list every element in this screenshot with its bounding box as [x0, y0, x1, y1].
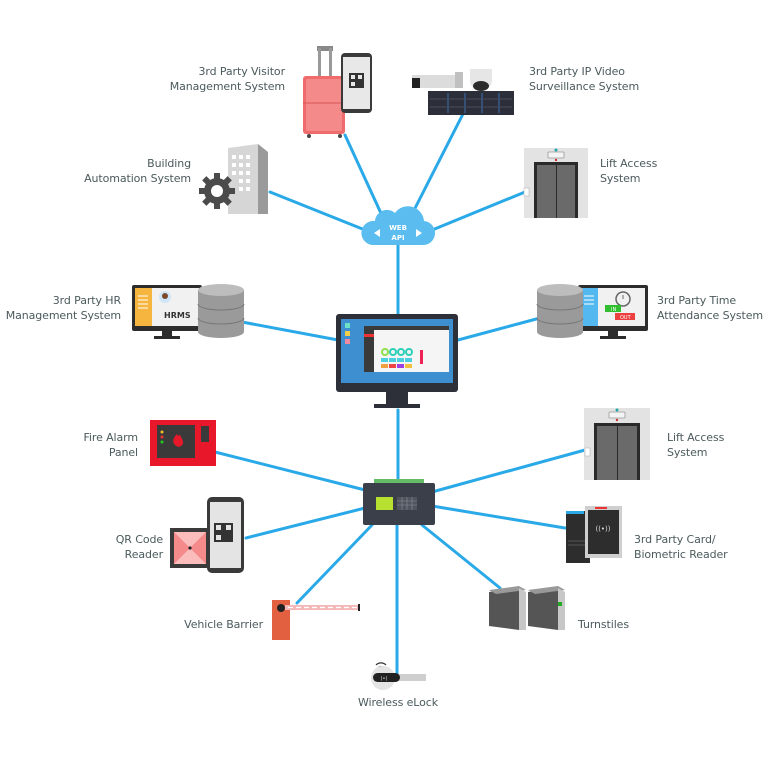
label-hr-management: 3rd Party HR Management System	[5, 294, 121, 322]
fire-alarm-panel-icon	[150, 420, 216, 466]
elock-nfc-symbol: (•)	[381, 676, 388, 682]
label-vehicle-barrier: Vehicle Barrier	[184, 618, 263, 631]
hrms-screen-text: HRMS	[164, 311, 191, 320]
turnstiles-icon	[489, 586, 565, 630]
connector-lines	[213, 108, 587, 677]
connector-ip-video	[406, 108, 467, 224]
label-ip-video-surveillance: 3rd Party IP Video Surveillance System	[529, 65, 640, 93]
access-controller-icon	[363, 479, 435, 525]
connector-fire	[213, 450, 367, 492]
connector-hr	[240, 320, 340, 342]
connector-qr	[244, 506, 367, 540]
connector-barrier	[295, 523, 374, 605]
connector-time	[456, 316, 542, 342]
building-automation-icon	[199, 144, 268, 214]
central-workstation-icon	[336, 314, 458, 408]
card-biometric-reader-icon: ((•))	[566, 506, 622, 563]
connector-visitor	[343, 133, 387, 224]
connector-lift-bottom	[430, 448, 587, 494]
wireless-elock-icon: (•)	[371, 662, 426, 690]
web-api-label-line2: API	[391, 234, 404, 242]
web-api-label-line1: WEB	[389, 224, 407, 232]
connector-turnstiles	[420, 523, 502, 590]
qr-code-reader-icon	[170, 497, 244, 573]
label-lift-access-top: Lift Access System	[600, 157, 658, 185]
time-out-text: OUT	[620, 315, 632, 321]
hr-management-icon: HRMS	[132, 284, 245, 339]
lift-access-icon-top	[523, 148, 588, 218]
label-visitor-management: 3rd Party Visitor Management System	[169, 65, 285, 93]
hr-database-icon	[197, 284, 245, 338]
label-time-attendance: 3rd Party Time Attendance System	[657, 294, 764, 322]
rfid-symbol: ((•))	[595, 525, 610, 533]
label-card-biometric-reader: 3rd Party Card/ Biometric Reader	[634, 533, 728, 561]
web-api-cloud-icon: WEB API	[361, 206, 436, 246]
label-fire-alarm-panel: Fire Alarm Panel	[83, 431, 139, 459]
label-lift-access-bottom: Lift Access System	[667, 431, 725, 459]
label-qr-code-reader: QR Code Reader	[115, 533, 163, 561]
ip-video-icon	[412, 69, 514, 115]
label-building-automation: Building Automation System	[84, 157, 191, 185]
time-database-icon	[536, 284, 584, 338]
visitor-management-icon	[303, 46, 372, 138]
time-attendance-icon: IN OUT	[536, 284, 648, 339]
connector-lift-top	[418, 190, 527, 237]
label-turnstiles: Turnstiles	[578, 618, 629, 631]
lift-access-icon-bottom	[584, 408, 650, 480]
time-in-text: IN	[611, 307, 616, 313]
vehicle-barrier-icon	[272, 600, 360, 640]
label-wireless-elock: Wireless eLock	[358, 696, 438, 709]
connector-building	[268, 190, 372, 234]
connector-card	[430, 504, 567, 530]
